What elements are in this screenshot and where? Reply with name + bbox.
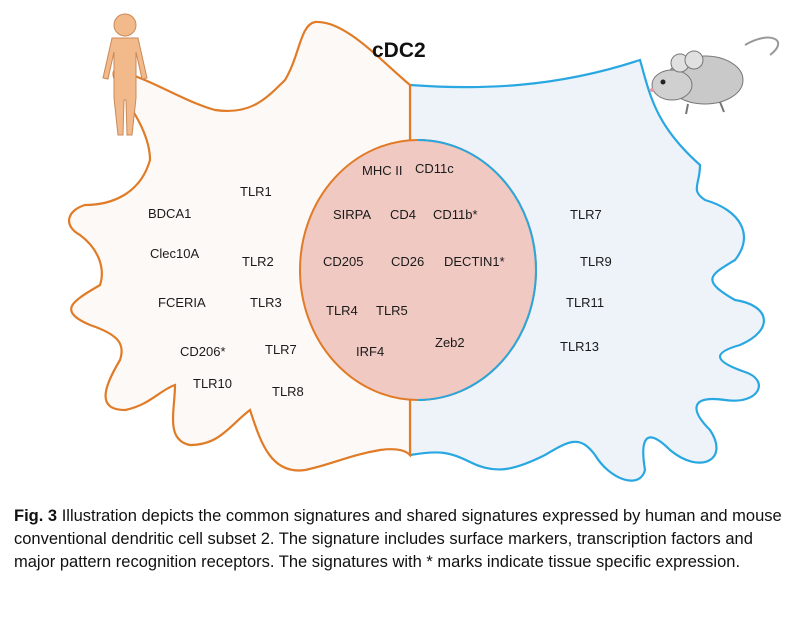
mouse-icon xyxy=(650,36,779,115)
figure-label: Fig. 3 xyxy=(14,507,58,525)
human-figure-icon xyxy=(102,13,148,136)
mouse-label: TLR13 xyxy=(560,339,599,354)
shared-label: CD205 xyxy=(323,254,363,269)
shared-label: SIRPA xyxy=(333,207,371,222)
human-label: BDCA1 xyxy=(148,206,191,221)
shared-label: Zeb2 xyxy=(435,335,465,350)
shared-signature-ellipse xyxy=(299,139,537,401)
human-label: TLR8 xyxy=(272,384,304,399)
shared-label: DECTIN1* xyxy=(444,254,505,269)
mouse-cell-outline xyxy=(408,58,765,482)
diagram-title: cDC2 xyxy=(372,39,426,62)
shared-label: TLR4 xyxy=(326,303,358,318)
mouse-label: TLR7 xyxy=(570,207,602,222)
human-label: TLR3 xyxy=(250,295,282,310)
human-label: TLR7 xyxy=(265,342,297,357)
human-label: TLR1 xyxy=(240,184,272,199)
cdc2-diagram: cDC2 BDCA1 TLR1 Clec10A TLR2 FCERIA TLR3… xyxy=(68,13,779,482)
caption-text: Illustration depicts the common signatur… xyxy=(14,507,782,571)
shared-label: CD11c xyxy=(415,161,454,176)
mouse-label: TLR9 xyxy=(580,254,612,269)
human-label: FCERIA xyxy=(158,295,206,310)
mouse-label: TLR11 xyxy=(566,295,604,310)
human-label: Clec10A xyxy=(150,246,199,261)
human-cell-outline xyxy=(68,20,412,472)
shared-label: MHC II xyxy=(362,163,402,178)
shared-label: TLR5 xyxy=(376,303,408,318)
shared-ellipse-mouse-edge xyxy=(417,139,537,401)
shared-label: CD4 xyxy=(390,207,416,222)
figure-caption: Fig. 3 Illustration depicts the common s… xyxy=(14,505,790,574)
human-label: TLR10 xyxy=(193,376,232,391)
shared-label: IRF4 xyxy=(356,344,384,359)
shared-label: CD26 xyxy=(391,254,424,269)
human-label: TLR2 xyxy=(242,254,274,269)
human-label: CD206* xyxy=(180,344,226,359)
shared-label: CD11b* xyxy=(433,207,478,222)
